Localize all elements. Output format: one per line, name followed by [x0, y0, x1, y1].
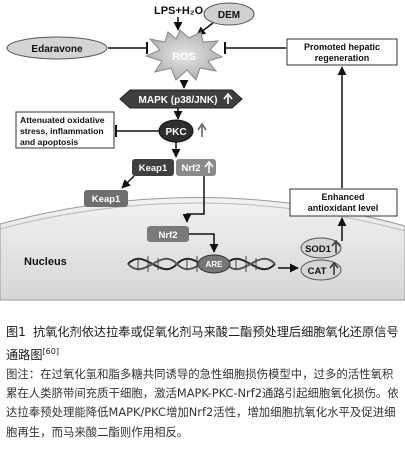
cat-up-icon — [329, 261, 339, 275]
complex-to-keap1-arrow — [121, 175, 135, 189]
promoted-line2: regeneration — [315, 53, 370, 63]
ros-label: ROS — [172, 51, 196, 63]
enhanced-line1: Enhanced — [321, 192, 364, 202]
nucleus-membrane-inner — [0, 202, 405, 232]
keap1-free-label: Keap1 — [92, 194, 121, 205]
pkc-up-icon — [197, 122, 207, 137]
nrf2-translocation-arrow — [182, 176, 205, 223]
sod1-node — [300, 237, 342, 259]
attenuated-box — [15, 111, 115, 149]
mapk-box — [119, 89, 243, 109]
keap1-bound-label: Keap1 — [139, 163, 168, 174]
mapk-up-icon — [223, 92, 233, 104]
enhanced-antioxidant-box — [289, 188, 398, 217]
keap1-bound-box — [132, 159, 174, 176]
cat-node — [300, 259, 342, 281]
attenuated-line2: stress, inflammation — [20, 126, 104, 136]
promoted-line1: Promoted hepatic — [304, 42, 380, 52]
promoted-regeneration-box — [286, 38, 398, 66]
sod1-up-icon — [331, 239, 341, 253]
cat-label: CAT — [308, 266, 327, 277]
enhanced-line2: antioxidant level — [308, 203, 379, 213]
pkc-label: PKC — [165, 127, 186, 138]
nrf2-nuclear-label: Nrf2 — [158, 230, 177, 241]
signaling-pathway-diagram: Nucleus LPS+H₂O₂ DEM ROS Edaravone Promo… — [0, 2, 405, 301]
attenuated-line1: Attenuated oxidative — [20, 115, 105, 125]
nrf2-bound-box — [176, 159, 216, 176]
nrf2-up-icon — [204, 160, 214, 173]
edaravone-node — [6, 36, 108, 60]
sod1-label: SOD1 — [305, 244, 332, 255]
dem-node — [203, 2, 255, 26]
nucleus-label: Nucleus — [24, 256, 67, 268]
lps-h2o2-label: LPS+H₂O₂ — [154, 5, 208, 17]
figure-number: 图1 — [6, 325, 26, 339]
are-node — [197, 254, 231, 274]
mapk-label: MAPK (p38/JNK) — [139, 95, 218, 106]
nrf2-to-are-arrow — [189, 233, 219, 253]
nrf2-bound-label: Nrf2 — [181, 163, 200, 174]
figure-caption-note: 图注：在过氧化氢和脂多糖共同诱导的急性细胞损伤模型中，过多的活性氧积累在人类脐带… — [6, 367, 399, 439]
nrf2-nuclear-box — [147, 226, 189, 242]
attenuated-line3: and apoptosis — [20, 137, 78, 147]
ros-burst — [144, 29, 224, 81]
are-label: ARE — [206, 260, 224, 269]
caption-reference: [60] — [42, 347, 59, 356]
keap1-free-box — [84, 190, 128, 207]
edaravone-label: Edaravone — [31, 44, 83, 55]
dem-label: DEM — [218, 10, 240, 21]
caption-title-text: 抗氧化剂依达拉奉或促氧化剂马来酸二酯预处理后细胞氧化还原信号通路图 — [6, 325, 399, 363]
